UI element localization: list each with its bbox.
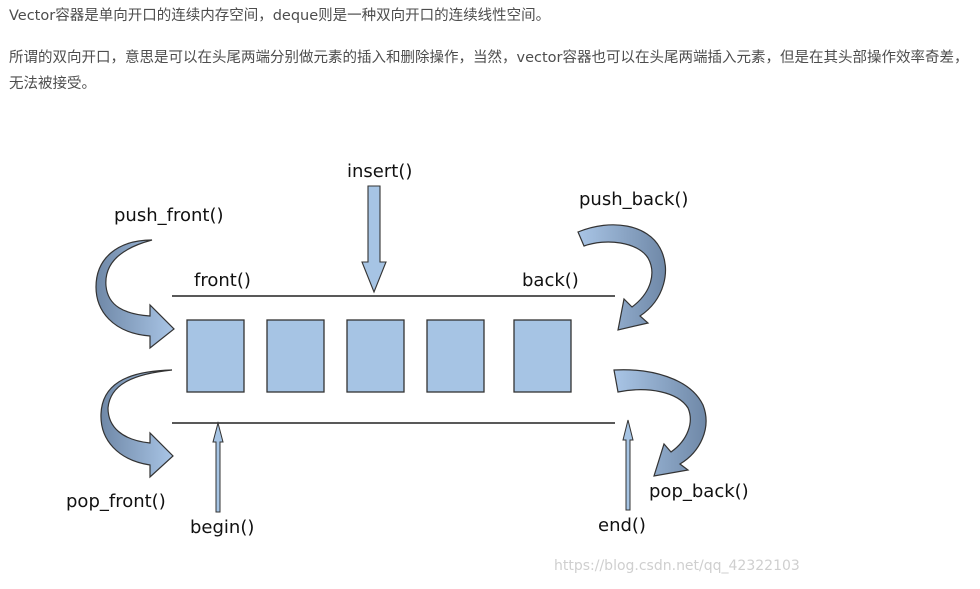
insert-arrow bbox=[361, 185, 387, 294]
label-pop-front: pop_front() bbox=[66, 491, 166, 512]
label-push-back: push_back() bbox=[579, 189, 688, 210]
label-push-front: push_front() bbox=[114, 205, 224, 226]
label-begin: begin() bbox=[190, 517, 254, 538]
element-box bbox=[266, 319, 325, 393]
watermark: https://blog.csdn.net/qq_42322103 bbox=[554, 558, 800, 574]
label-front: front() bbox=[194, 270, 251, 291]
label-end: end() bbox=[598, 515, 646, 536]
pop-front-arrow bbox=[100, 369, 174, 479]
element-box bbox=[186, 319, 245, 393]
label-back: back() bbox=[522, 270, 579, 291]
intro-paragraph: Vector容器是单向开口的连续内存空间，deque则是一种双向开口的连续线性空… bbox=[9, 8, 551, 24]
end-arrow bbox=[622, 419, 634, 511]
pop-back-arrow bbox=[613, 369, 707, 477]
push-back-arrow bbox=[577, 224, 667, 331]
element-box bbox=[426, 319, 485, 393]
begin-arrow bbox=[212, 421, 224, 513]
label-insert: insert() bbox=[347, 161, 412, 182]
element-box bbox=[346, 319, 405, 393]
label-pop-back: pop_back() bbox=[649, 481, 749, 502]
element-box bbox=[513, 319, 572, 393]
element-boxes bbox=[186, 319, 572, 393]
push-front-arrow bbox=[95, 239, 175, 350]
description-paragraph: 所谓的双向开口，意思是可以在头尾两端分别做元素的插入和删除操作，当然，vecto… bbox=[9, 50, 969, 92]
